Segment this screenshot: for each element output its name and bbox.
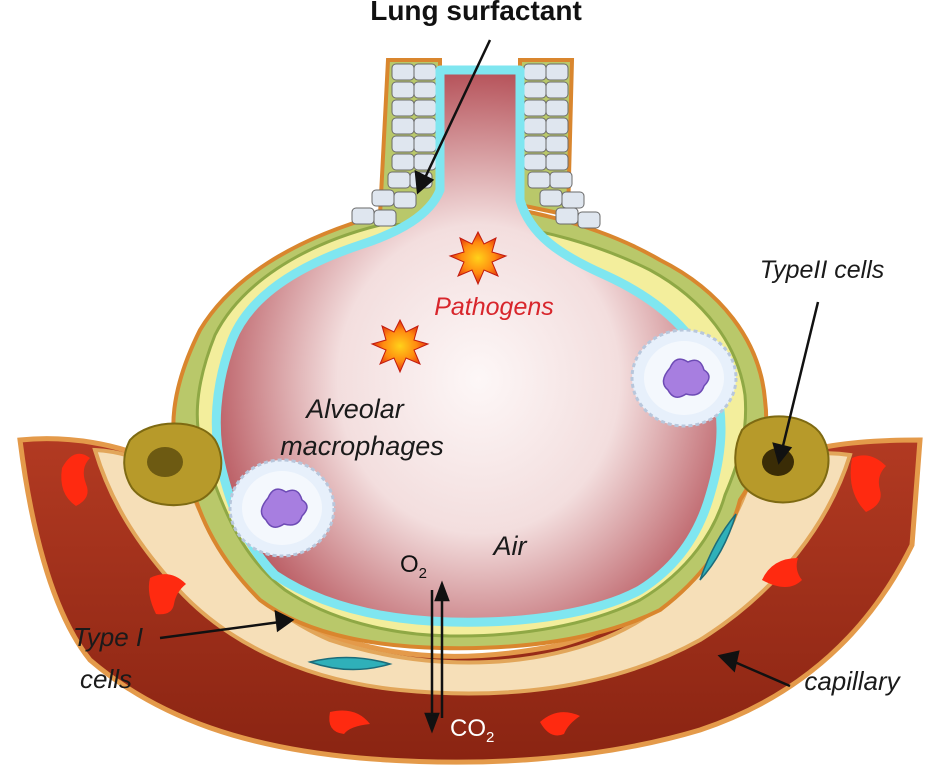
macrophages-label-line2: macrophages: [280, 431, 444, 461]
type2-cell-left: [124, 424, 221, 506]
macrophages-label-line1: Alveolar: [304, 394, 405, 424]
capillary-label: capillary: [804, 666, 901, 696]
type2-label: TypeII cells: [760, 256, 885, 284]
pathogens-label: Pathogens: [434, 293, 554, 321]
macrophage-right: [632, 330, 736, 426]
macrophage-left: [230, 460, 334, 556]
surfactant-label: Lung surfactant: [370, 0, 582, 26]
air-label: Air: [492, 531, 528, 561]
type1-label-line1: Type I: [73, 622, 143, 652]
type1-label-line2: cells: [80, 664, 132, 694]
